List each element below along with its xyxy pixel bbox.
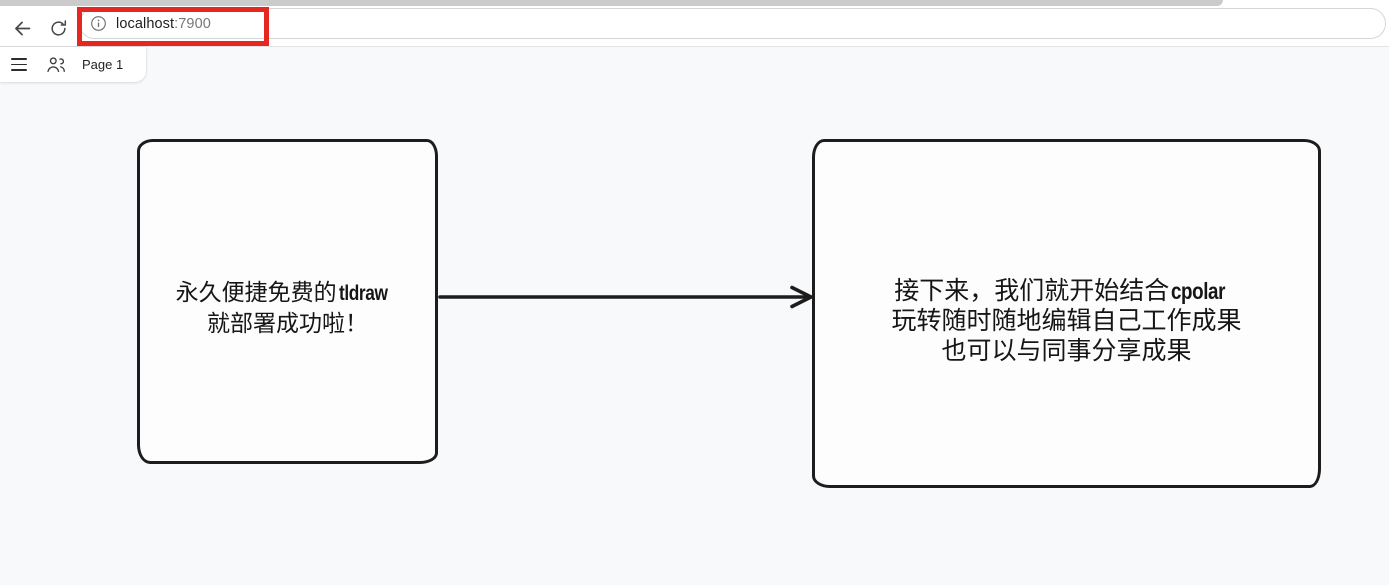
url-port: :7900: [174, 15, 211, 32]
site-info-button[interactable]: [90, 15, 107, 32]
address-bar[interactable]: localhost:7900: [79, 8, 1386, 39]
tldraw-top-panel: Page 1: [0, 47, 146, 82]
info-circle-icon: [91, 16, 106, 31]
refresh-button[interactable]: [44, 14, 72, 42]
collaborators-button[interactable]: [38, 47, 74, 82]
page-tab[interactable]: Page 1: [82, 57, 124, 72]
right-box-line-1: 接下来，我们就开始结合cpolar: [894, 276, 1226, 305]
hamburger-menu-icon: [11, 58, 27, 71]
refresh-icon: [50, 19, 66, 36]
right-box-line-3: 也可以与同事分享成果: [941, 336, 1192, 365]
brand-word-tldraw: tldraw: [338, 280, 388, 305]
main-menu-button[interactable]: [0, 47, 38, 82]
tab-strip-remnant: [0, 0, 1223, 6]
browser-toolbar: localhost:7900: [0, 6, 1389, 47]
url-text: localhost:7900: [116, 16, 211, 32]
back-button[interactable]: [8, 14, 36, 42]
right-box-line-2: 玩转随时随地编辑自己工作成果: [891, 306, 1242, 335]
brand-word-cpolar: cpolar: [1171, 277, 1226, 304]
tldraw-canvas[interactable]: Page 1 永久便捷免费的tldraw 就部署成功啦！ 接下来，我们就开始结合…: [0, 47, 1389, 585]
shape-right-box[interactable]: 接下来，我们就开始结合cpolar 玩转随时随地编辑自己工作成果 也可以与同事分…: [812, 139, 1321, 488]
left-box-line-1: 永久便捷免费的tldraw: [176, 277, 400, 308]
left-box-line-2: 就部署成功啦！: [207, 310, 368, 336]
people-icon: [47, 57, 65, 72]
shape-left-box[interactable]: 永久便捷免费的tldraw 就部署成功啦！: [137, 139, 438, 464]
url-host: localhost: [116, 15, 175, 32]
back-arrow-icon: [14, 21, 30, 35]
arrow-shape[interactable]: [438, 285, 813, 309]
connector-arrow: [438, 285, 813, 309]
